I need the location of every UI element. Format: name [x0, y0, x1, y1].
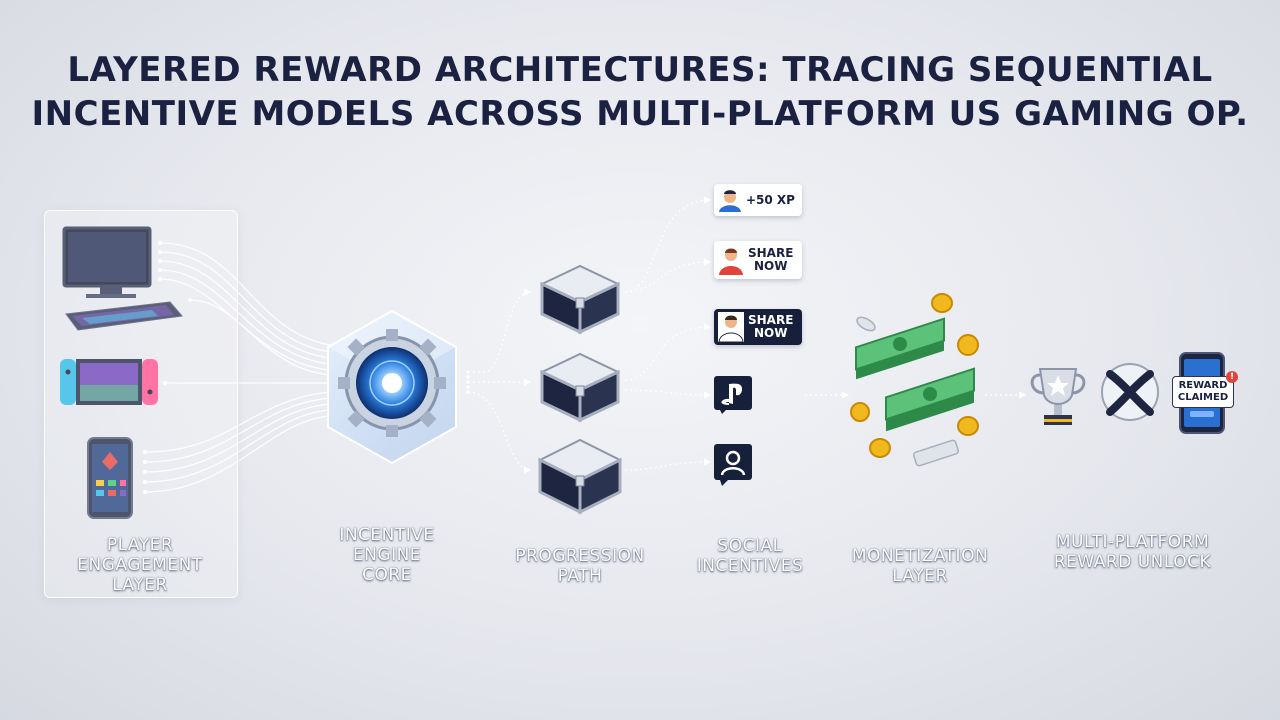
stage-label-line: MONETIZATION	[851, 546, 989, 566]
stage-label-progression: PROGRESSION PATH	[505, 546, 655, 586]
avatar-icon	[718, 312, 744, 342]
desktop-monitor-icon	[62, 226, 152, 298]
coin-icons	[850, 293, 979, 458]
stage-label-social: SOCIAL INCENTIVES	[680, 536, 820, 576]
keyboard-icon	[65, 301, 183, 331]
pill-text: SHARE NOW	[748, 314, 793, 340]
playstation-icon	[714, 376, 752, 414]
avatar-icon	[719, 248, 743, 275]
silver-coin-icons	[856, 316, 960, 467]
pill-text: +50 XP	[746, 192, 795, 207]
reward-claimed-badge: REWARD CLAIMED	[1172, 376, 1234, 408]
stage-label-line: LAYER	[892, 566, 948, 586]
title-line-2: INCENTIVE MODELS ACROSS MULTI-PLATFORM U…	[31, 94, 1249, 134]
stage-label-monetization: MONETIZATION LAYER	[840, 546, 1000, 586]
stage-label-player: PLAYER ENGAGEMENT LAYER	[44, 535, 236, 595]
pill-text-line: SHARE	[748, 246, 794, 260]
share-now-pill-2: SHARE NOW	[714, 309, 802, 345]
stage-label-line: PATH	[557, 566, 603, 586]
stage-label-line: INCENTIVE	[339, 525, 435, 545]
chest-icon-1	[539, 264, 621, 335]
stage-label-line: PROGRESSION	[515, 546, 645, 566]
share-now-pill-1: SHARE NOW	[714, 241, 802, 279]
xp-reward-pill: +50 XP	[714, 184, 802, 216]
chest-icon-3	[537, 438, 623, 515]
pill-text-line: NOW	[753, 259, 788, 273]
stage-label-line: MULTI-PLATFORM	[1055, 532, 1210, 552]
stage-label-engine: INCENTIVE ENGINE CORE	[312, 525, 462, 585]
handheld-console-icon	[60, 359, 158, 405]
pill-text: SHARE NOW	[748, 247, 793, 273]
smartphone-icon	[87, 437, 133, 519]
avatar-icon	[719, 190, 741, 212]
stage-label-line: PLAYER	[106, 535, 174, 555]
diagram-title: LAYERED REWARD ARCHITECTURES: TRACING SE…	[0, 48, 1280, 136]
wire-endpoints	[143, 241, 192, 494]
pill-text-line: SHARE	[748, 313, 794, 327]
player-to-engine-wires	[144, 242, 331, 493]
title-line-1: LAYERED REWARD ARCHITECTURES: TRACING SE…	[67, 50, 1213, 90]
badge-line: CLAIMED	[1177, 392, 1229, 403]
stage-label-line: ENGINE	[352, 545, 422, 565]
stage-label-line: REWARD UNLOCK	[1053, 552, 1212, 572]
chest-icon-2	[539, 352, 621, 423]
stage-label-line: CORE	[362, 565, 412, 585]
stage-label-line: LAYER	[112, 575, 168, 595]
profile-icon	[714, 444, 752, 488]
cash-stack-icon-2	[885, 367, 975, 432]
xbox-logo-icon	[1101, 363, 1159, 421]
stage-label-unlock: MULTI-PLATFORM REWARD UNLOCK	[1040, 532, 1225, 572]
stage-label-line: INCENTIVES	[696, 556, 804, 576]
progression-to-social-wires	[624, 196, 712, 471]
badge-line: REWARD	[1178, 380, 1228, 391]
engine-to-progression-wires	[467, 288, 532, 474]
notification-dot: !	[1226, 371, 1238, 383]
cash-stack-icon-1	[855, 317, 945, 380]
player-engagement-panel	[44, 210, 238, 598]
incentive-engine-core-icon	[327, 309, 457, 465]
stage-label-line: SOCIAL	[717, 536, 783, 556]
pill-text-line: NOW	[753, 326, 788, 340]
stage-label-line: ENGAGEMENT	[77, 555, 203, 575]
trophy-icon	[1030, 368, 1086, 425]
